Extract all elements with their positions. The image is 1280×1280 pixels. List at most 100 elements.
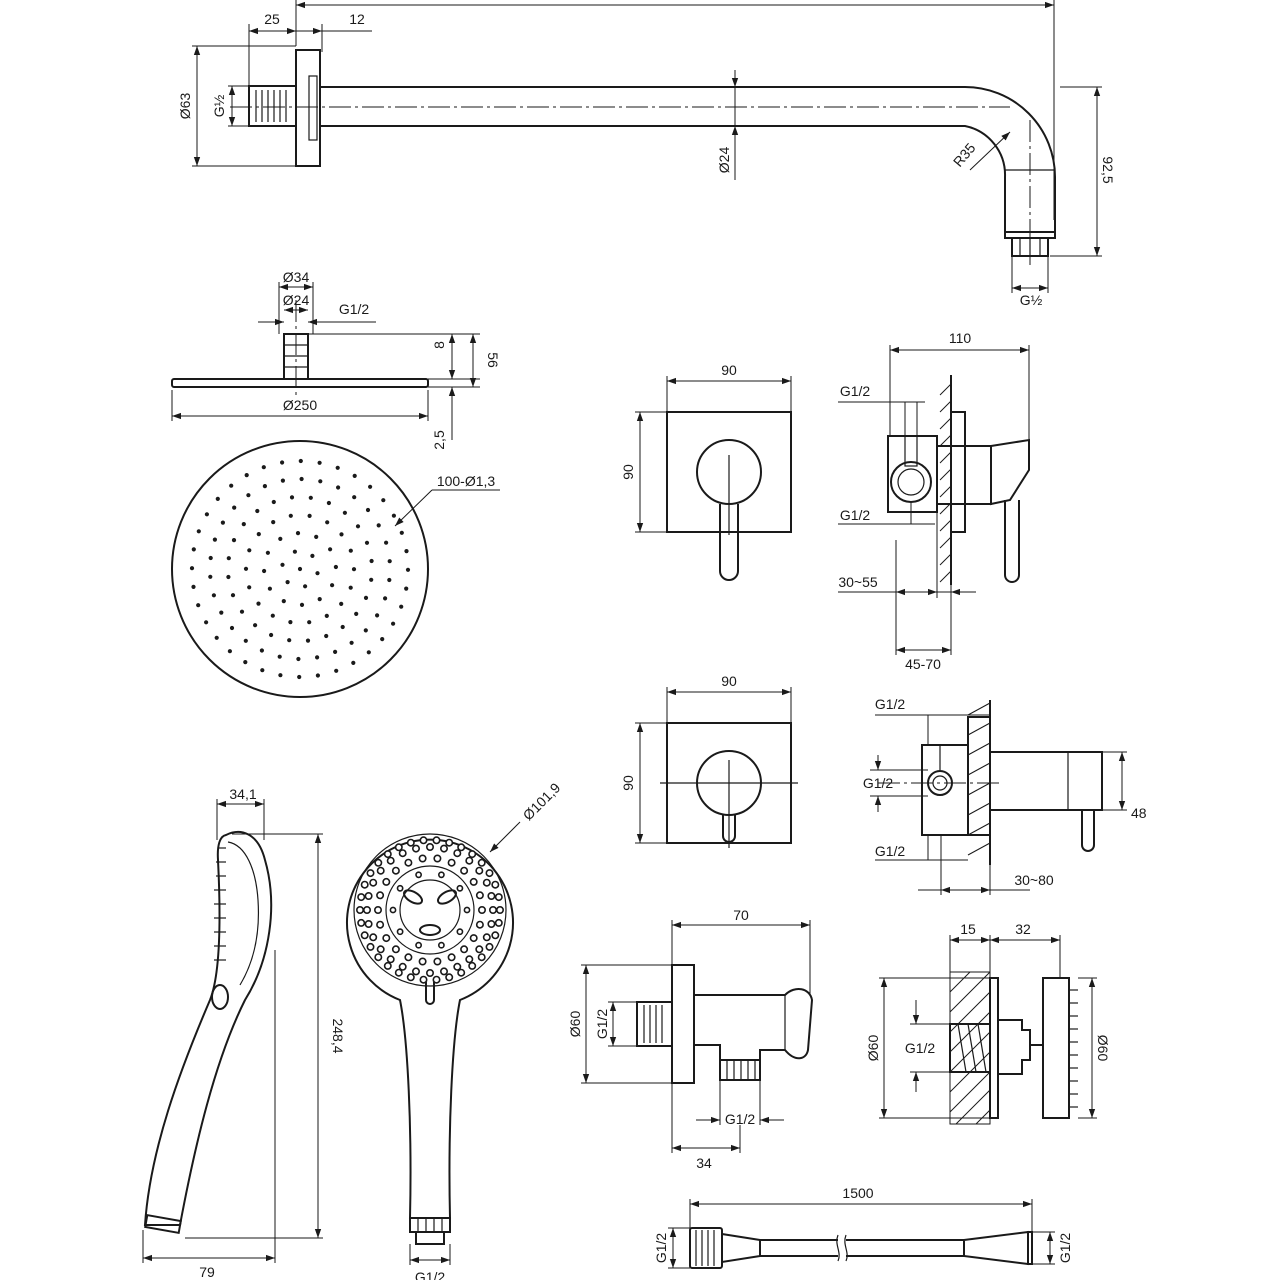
hand-nozzle xyxy=(425,968,434,977)
hand-nozzle xyxy=(386,955,395,964)
nozzle-dot xyxy=(278,673,283,678)
nozzle-dot xyxy=(391,621,396,626)
head-plate xyxy=(171,378,429,388)
hand-nozzle xyxy=(477,905,486,914)
nozzle-dot xyxy=(308,495,313,500)
hand-nozzle xyxy=(391,866,400,875)
nozzle-dot xyxy=(191,547,196,552)
label-mixer2-g12-mid: G1/2 xyxy=(863,775,894,791)
label-mixer1-45-70: 45-70 xyxy=(905,656,941,672)
nozzle-dot xyxy=(299,476,304,482)
nozzle-dot xyxy=(324,633,329,639)
nozzle-dot xyxy=(305,638,311,643)
label-hand-79: 79 xyxy=(199,1264,215,1280)
nozzle-dot xyxy=(342,510,347,515)
nozzle-dot xyxy=(196,529,201,534)
hand-nozzle xyxy=(477,858,486,867)
nozzle-dot xyxy=(365,507,371,513)
hand-nozzle xyxy=(389,906,397,914)
hand-nozzle xyxy=(447,953,456,962)
hand-nozzle xyxy=(396,884,404,892)
nozzle-dot xyxy=(277,654,282,659)
hand-nozzle xyxy=(445,973,454,982)
label-hand-248-4: 248,4 xyxy=(330,1018,346,1053)
hand-nozzle xyxy=(469,877,478,886)
nozzle-dot xyxy=(265,550,270,555)
nozzle-dot xyxy=(281,599,286,604)
nozzle-dot xyxy=(211,593,216,598)
hand-nozzle xyxy=(394,968,403,977)
nozzle-dot xyxy=(348,548,353,553)
hand-nozzle xyxy=(439,844,448,853)
head-disc xyxy=(171,440,429,698)
outlet-inlet-thread xyxy=(636,1001,673,1047)
mixer-1-lever xyxy=(719,504,739,581)
label-arm-25: 25 xyxy=(264,11,280,27)
mixer-2-front-view: 90 90 xyxy=(620,673,798,848)
nozzle-dot xyxy=(287,638,292,643)
hand-nozzle xyxy=(468,961,477,970)
hand-nozzle xyxy=(394,843,403,852)
label-outlet-g12-bottom: G1/2 xyxy=(725,1111,756,1127)
nozzle-dot xyxy=(256,601,261,606)
nozzle-dot xyxy=(259,648,264,653)
hand-nozzle xyxy=(376,920,385,929)
label-outlet-34: 34 xyxy=(696,1155,712,1171)
label-head-d250: Ø250 xyxy=(283,397,317,413)
nozzle-dot xyxy=(324,613,329,619)
nozzle-dot xyxy=(315,655,320,660)
nozzle-dot xyxy=(351,660,356,666)
nozzle-dot xyxy=(288,513,293,518)
mixer-1-wall-hatch xyxy=(939,383,952,583)
nozzle-dot xyxy=(230,593,236,598)
flange-connector xyxy=(998,1019,1031,1075)
label-arm-12: 12 xyxy=(349,11,365,27)
hand-nozzle xyxy=(404,858,413,867)
hand-nozzle xyxy=(415,941,422,949)
wall-outlet-elbow-view: 70 Ø60 G1/2 G1/2 34 xyxy=(567,907,814,1171)
nozzle-dot xyxy=(303,584,308,589)
nozzle-dot xyxy=(381,498,386,503)
hand-nozzle xyxy=(482,878,491,887)
nozzle-dot xyxy=(314,534,319,540)
arm-pipe-inner xyxy=(320,125,1007,232)
hand-nozzle xyxy=(432,836,441,845)
nozzle-dot xyxy=(335,465,340,470)
nozzle-dot xyxy=(278,536,283,542)
nozzle-dot xyxy=(204,620,209,625)
hand-shower-mode-button xyxy=(211,984,229,1010)
nozzle-dot xyxy=(310,553,315,559)
label-flange-d60-left: Ø60 xyxy=(865,1035,881,1062)
hand-nozzle xyxy=(398,849,407,858)
hand-nozzle xyxy=(364,891,373,900)
hand-nozzle xyxy=(382,934,391,943)
hand-nozzle xyxy=(475,866,484,875)
nozzle-dot xyxy=(292,549,297,554)
hand-nozzle xyxy=(453,849,462,858)
label-hose-1500: 1500 xyxy=(842,1185,873,1201)
nozzle-dot xyxy=(317,460,322,465)
nozzle-dot xyxy=(262,568,267,574)
hand-nozzle xyxy=(369,878,378,887)
nozzle-dot xyxy=(229,483,234,488)
nozzle-dot xyxy=(285,580,290,585)
nozzle-dot xyxy=(333,564,338,570)
hand-nozzle xyxy=(460,945,469,954)
hand-nozzle xyxy=(398,962,407,971)
nozzle-dot xyxy=(339,601,344,607)
label-mixer1-90w: 90 xyxy=(721,362,737,378)
label-outlet-d60: Ø60 xyxy=(567,1011,583,1038)
hand-nozzle xyxy=(411,844,420,853)
hand-nozzle xyxy=(485,869,494,878)
hand-nozzle xyxy=(369,933,378,942)
nozzle-dot xyxy=(196,603,201,608)
nozzle-dot xyxy=(363,628,368,633)
hand-nozzle xyxy=(373,905,382,914)
hand-nozzle xyxy=(419,975,428,984)
nozzle-dot xyxy=(340,624,345,630)
mixer-2-side-view: G1/2 G1/2 G1/2 48 30~80 xyxy=(863,696,1147,895)
label-hand-g12: G1/2 xyxy=(415,1269,446,1280)
hand-nozzle xyxy=(494,918,503,927)
nozzle-dot xyxy=(380,637,385,642)
nozzle-dot xyxy=(244,473,249,478)
